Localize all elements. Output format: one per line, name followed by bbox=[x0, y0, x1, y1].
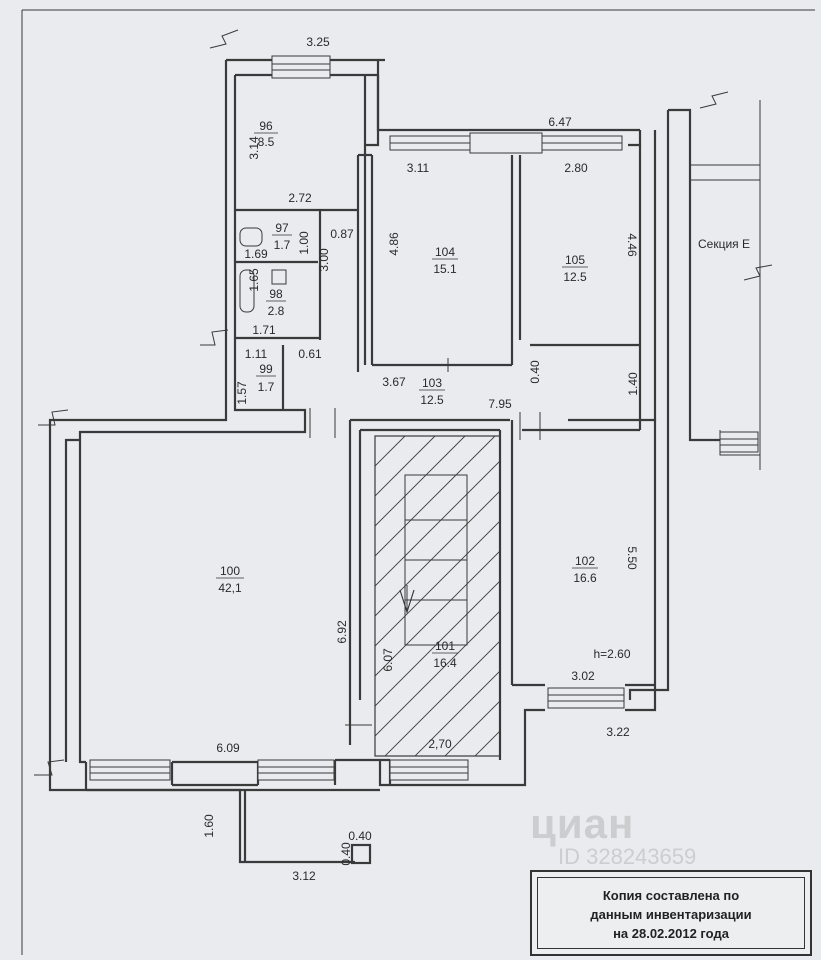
room-98-area: 2.8 bbox=[268, 304, 285, 318]
dim-label: 3.22 bbox=[606, 725, 630, 739]
dim-label: 3.14 bbox=[247, 136, 261, 160]
dim-label: 1.60 bbox=[202, 814, 216, 838]
watermark-id: ID 328243659 bbox=[558, 844, 697, 869]
section-label: Секция Е bbox=[698, 237, 750, 251]
room-102: 102 16.6 bbox=[572, 554, 598, 585]
stamp-line-2: данным инвентаризации bbox=[590, 907, 752, 922]
room-104: 104 15.1 bbox=[432, 245, 458, 276]
dim-label: 0.87 bbox=[330, 227, 354, 241]
dim-label: 3.02 bbox=[571, 669, 595, 683]
dim-label: 6.07 bbox=[381, 648, 395, 672]
outer-walls bbox=[48, 58, 761, 864]
room-97-area: 1.7 bbox=[274, 238, 291, 252]
dim-label: 1.57 bbox=[235, 381, 249, 405]
inventory-stamp: Копия составлена по данным инвентаризаци… bbox=[530, 870, 812, 956]
room-102-area: 16.6 bbox=[573, 571, 597, 585]
room-100: 100 42,1 bbox=[216, 564, 244, 595]
room-101-number: 101 bbox=[435, 639, 455, 653]
room-101: 101 16.4 bbox=[432, 639, 458, 670]
plumbing-fixtures bbox=[239, 227, 372, 865]
dim-label: 1.40 bbox=[626, 372, 640, 396]
room-100-number: 100 bbox=[220, 564, 240, 578]
dim-label: 0.40 bbox=[348, 829, 372, 843]
dim-label: 5.50 bbox=[625, 546, 639, 570]
dim-label: 6.92 bbox=[335, 620, 349, 644]
dim-label: 4.86 bbox=[387, 232, 401, 256]
room-97: 97 1.7 bbox=[272, 221, 292, 252]
dim-label: 3.67 bbox=[382, 375, 406, 389]
dim-label: 0.40 bbox=[528, 360, 542, 384]
watermark: циан ID 328243659 bbox=[530, 800, 696, 869]
toilet-icon bbox=[239, 227, 263, 247]
dim-label: 2.80 bbox=[564, 161, 588, 175]
dim-label: 2,70 bbox=[428, 737, 452, 751]
dim-label: 7.95 bbox=[488, 397, 512, 411]
room-99-number: 99 bbox=[259, 362, 273, 376]
windows bbox=[89, 55, 759, 781]
room-102-number: 102 bbox=[575, 554, 595, 568]
dim-label: 1.11 bbox=[245, 347, 268, 361]
dim-label: 6.47 bbox=[548, 115, 572, 129]
room-96-area: 8.5 bbox=[258, 135, 275, 149]
room-99: 99 1.7 bbox=[256, 362, 276, 394]
dim-label: 1.65 bbox=[247, 268, 261, 292]
dim-label: 2.72 bbox=[288, 191, 312, 205]
dim-label: 0.61 bbox=[298, 347, 322, 361]
dim-label: 1.00 bbox=[297, 231, 311, 255]
dim-label: 6.09 bbox=[216, 741, 240, 755]
sink-icon bbox=[271, 269, 287, 285]
stamp-line-1: Копия составлена по bbox=[602, 888, 740, 903]
ceiling-height-label: h=2.60 bbox=[593, 647, 630, 661]
tick-marks bbox=[34, 29, 773, 776]
dim-label: 1.69 bbox=[244, 247, 268, 261]
dim-label: 3.11 bbox=[407, 161, 430, 175]
room-97-number: 97 bbox=[275, 221, 289, 235]
column-icon bbox=[350, 843, 372, 865]
room-96: 96 8.5 bbox=[254, 119, 278, 149]
room-103: 103 12.5 bbox=[419, 376, 445, 407]
dim-label: 0.40 bbox=[339, 842, 353, 866]
room-104-number: 104 bbox=[435, 245, 455, 259]
room-105: 105 12.5 bbox=[562, 253, 588, 284]
room-100-area: 42,1 bbox=[218, 581, 242, 595]
room-101-area: 16.4 bbox=[433, 656, 457, 670]
dim-label: 3.12 bbox=[292, 869, 316, 883]
watermark-logo: циан bbox=[530, 800, 635, 847]
dim-label: 3.00 bbox=[317, 248, 331, 272]
room-103-number: 103 bbox=[422, 376, 442, 390]
stamp-frame: Копия составлена по данным инвентаризаци… bbox=[537, 877, 805, 949]
room-96-number: 96 bbox=[259, 119, 273, 133]
dim-label: 3.25 bbox=[306, 35, 330, 49]
bathtub-icon bbox=[239, 269, 255, 313]
room-labels: 96 8.5 97 1.7 98 2.8 99 1.7 100 42,1 101… bbox=[216, 119, 598, 670]
room-105-number: 105 bbox=[565, 253, 585, 267]
dim-label: 1.71 bbox=[252, 323, 276, 337]
stairwell bbox=[374, 435, 501, 757]
room-98: 98 2.8 bbox=[266, 287, 286, 318]
interior-walls bbox=[170, 153, 655, 787]
stamp-line-3: на 28.02.2012 года bbox=[613, 926, 729, 941]
room-98-number: 98 bbox=[269, 287, 283, 301]
room-99-area: 1.7 bbox=[258, 380, 275, 394]
room-105-area: 12.5 bbox=[563, 270, 587, 284]
room-103-area: 12.5 bbox=[420, 393, 444, 407]
dimension-labels: 3.25 3.14 2.72 0.87 1.00 3.00 1.69 1.65 … bbox=[202, 35, 750, 883]
dim-label: 4.46 bbox=[625, 233, 639, 257]
room-104-area: 15.1 bbox=[433, 262, 457, 276]
